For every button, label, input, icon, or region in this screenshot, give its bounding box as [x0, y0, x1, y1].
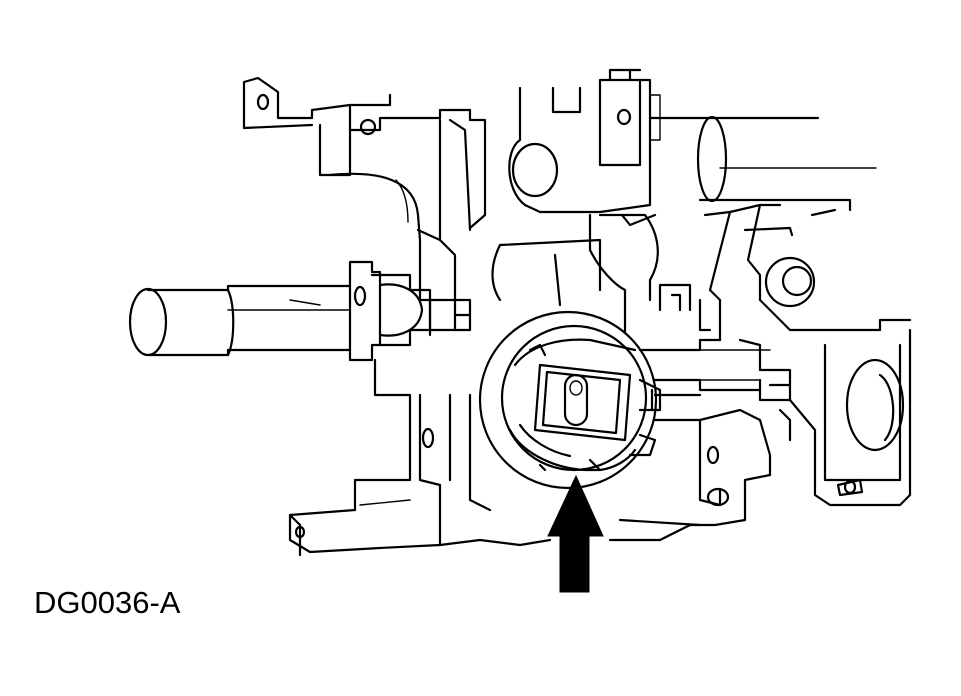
right-bracket — [703, 203, 912, 507]
pointer-arrow — [547, 474, 604, 593]
shaft-clamp — [348, 260, 472, 362]
upper-shaft-tube — [648, 115, 877, 212]
figure-id-label: DG0036-A — [34, 585, 181, 620]
top-left-bracket — [242, 76, 487, 230]
lower-plate — [638, 349, 792, 527]
base-plate — [288, 358, 702, 557]
upper-bracket — [508, 68, 661, 214]
lock-cylinder-housing — [478, 310, 662, 490]
key-slot — [533, 363, 632, 442]
left-shaft — [128, 284, 352, 357]
column-housing — [328, 118, 472, 337]
lock-linkage — [638, 338, 762, 397]
center-cylinder — [491, 213, 712, 342]
